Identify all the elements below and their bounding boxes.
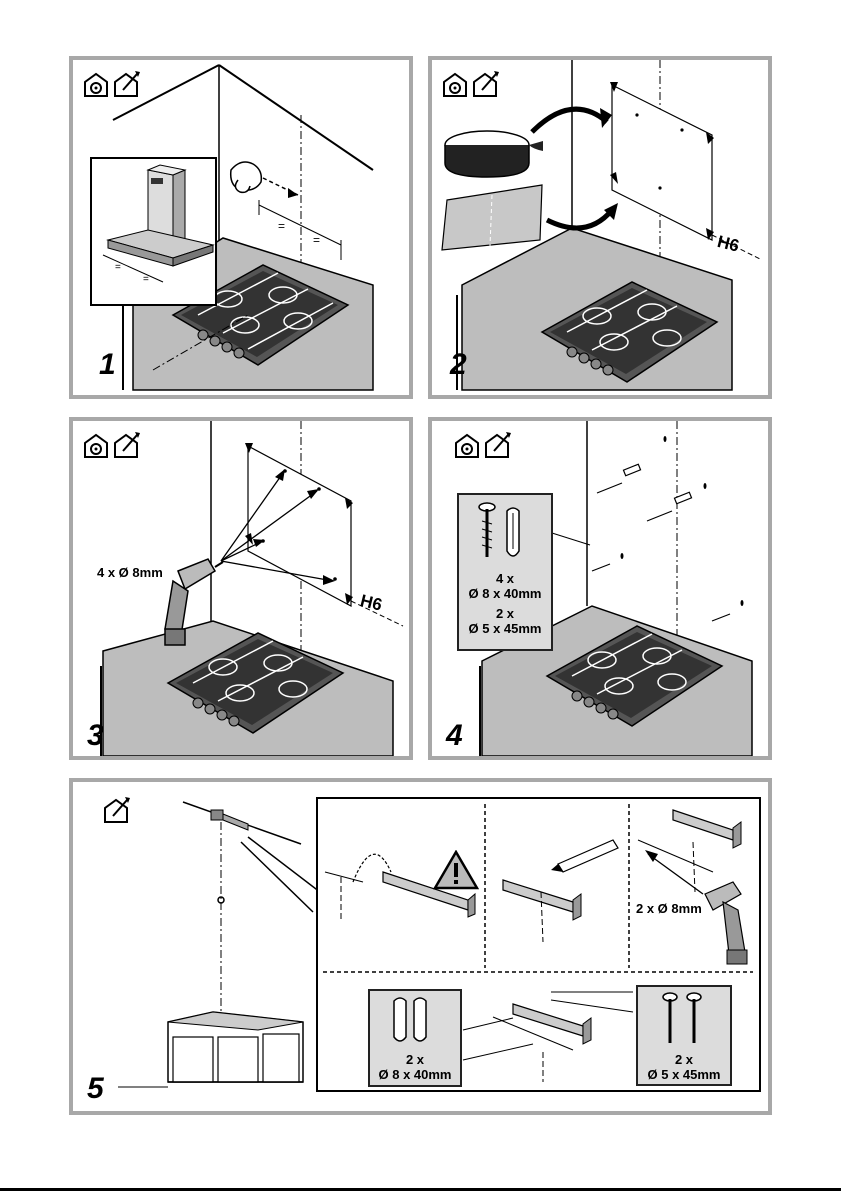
- step-1-panel: = = = = 1: [69, 56, 413, 399]
- step-5-panel: 2 x Ø 8mm 2 x Ø 8 x 40mm 2 x Ø 5 x 45mm …: [69, 778, 772, 1115]
- step-number: 4: [446, 721, 463, 751]
- step-1-illustration: = = = =: [73, 60, 409, 395]
- step-number: 2: [450, 350, 467, 380]
- step-4-panel: 4 x Ø 8 x 40mm 2 x Ø 5 x 45mm 4: [428, 417, 772, 760]
- screw-and-plug-icon: [459, 501, 551, 563]
- screw-icon: [638, 991, 730, 1047]
- step-3-panel: 4 x Ø 8mm H6 3: [69, 417, 413, 760]
- screws-size: Ø 5 x 45mm: [636, 1067, 732, 1082]
- svg-text:=: =: [278, 219, 285, 233]
- step-3-illustration: [73, 421, 409, 756]
- step-2-panel: H6 2: [428, 56, 772, 399]
- drill-size-label: 2 x Ø 8mm: [636, 901, 702, 916]
- plugs-count: 2 x: [368, 1052, 462, 1067]
- plugs-size: Ø 8 x 40mm: [368, 1067, 462, 1082]
- drill-size-label: 4 x Ø 8mm: [97, 565, 163, 580]
- wall-plug-icon: [370, 995, 460, 1045]
- svg-text:=: =: [143, 274, 149, 285]
- svg-text:=: =: [313, 233, 320, 247]
- screws-count: 2 x: [457, 606, 553, 621]
- screws-size: Ø 5 x 45mm: [457, 621, 553, 636]
- hand-measuring: [231, 162, 262, 192]
- screws-count: 2 x: [636, 1052, 732, 1067]
- step-number: 1: [99, 350, 116, 380]
- tape-roll-icon: [445, 131, 543, 177]
- step-2-illustration: [432, 60, 768, 395]
- step-number: 3: [87, 721, 104, 751]
- plugs-size: Ø 8 x 40mm: [457, 586, 553, 601]
- plugs-count: 4 x: [457, 571, 553, 586]
- step-number: 5: [87, 1074, 104, 1104]
- svg-text:=: =: [115, 262, 121, 273]
